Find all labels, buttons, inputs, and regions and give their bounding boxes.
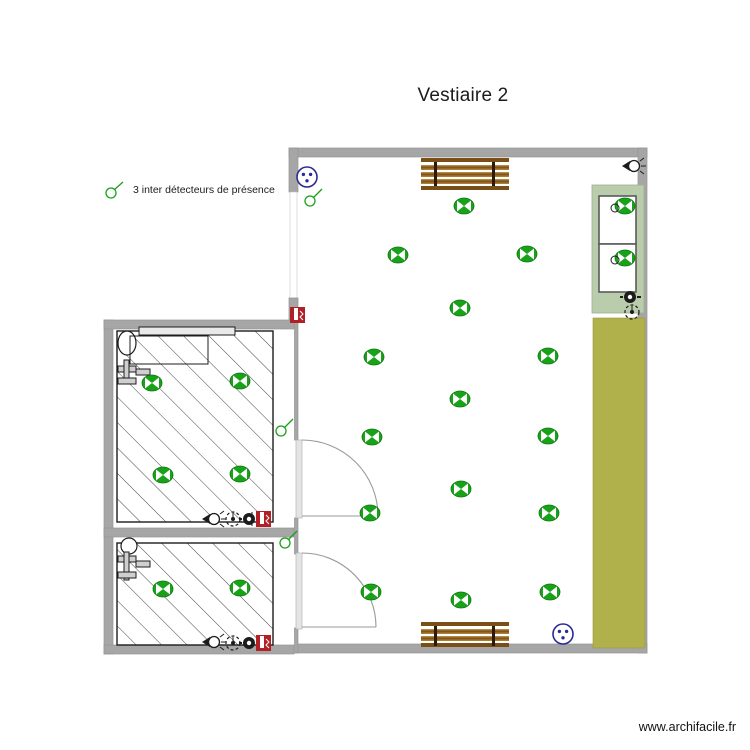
- ceiling-light: [614, 249, 636, 267]
- ceiling-light: [152, 466, 174, 484]
- window-south: [421, 622, 509, 647]
- window-north: [421, 158, 509, 190]
- ceiling-light: [450, 480, 472, 498]
- ceiling-light: [229, 372, 251, 390]
- fire-extinguisher-lower-shower: [256, 635, 271, 651]
- wall-light-upper-shower: [202, 510, 226, 528]
- presence-detector-switch-icon: [105, 181, 124, 199]
- presence-switch-north: [304, 188, 323, 207]
- wall-light-lower-shower: [202, 633, 226, 651]
- ceiling-light: [229, 465, 251, 483]
- socket-top-left: [296, 166, 318, 188]
- watermark-text: www.archifacile.fr: [638, 720, 736, 734]
- legend: 3 inter détecteurs de présence: [104, 180, 275, 200]
- fire-extinguisher-upper-shower: [251, 511, 271, 527]
- page-title-text: Vestiaire 2: [417, 85, 509, 106]
- smoke-detector-east: [624, 304, 640, 320]
- legend-item-label: 3 inter détecteurs de présence: [133, 184, 275, 196]
- socket-bottom-right: [552, 623, 574, 645]
- ceiling-light: [361, 428, 383, 446]
- ceiling-light: [449, 299, 471, 317]
- ceiling-light: [537, 347, 559, 365]
- ceiling-light: [363, 348, 385, 366]
- presence-switch-middle: [275, 418, 294, 437]
- cabin-switches: [610, 203, 620, 265]
- locker-bench-band: [592, 317, 646, 649]
- ceiling-light: [614, 197, 636, 215]
- ceiling-light: [360, 583, 382, 601]
- extractor-east: [620, 291, 641, 303]
- presence-switch-south: [279, 530, 298, 549]
- sanitary-fixtures-upper: [117, 326, 236, 385]
- door-lower-shower: [295, 552, 377, 630]
- ceiling-light: [152, 580, 174, 598]
- ceiling-light: [229, 579, 251, 597]
- ceiling-light: [537, 427, 559, 445]
- ceiling-lights-group: [141, 197, 636, 609]
- ceiling-light: [516, 245, 538, 263]
- sanitary-fixtures-lower: [117, 537, 151, 581]
- ceiling-light: [387, 246, 409, 264]
- ceiling-light: [141, 374, 163, 392]
- wall-light-north-east: [622, 157, 646, 175]
- ceiling-light: [450, 591, 472, 609]
- ceiling-light: [538, 504, 560, 522]
- fire-extinguisher-corridor: [290, 307, 305, 323]
- ceiling-light: [449, 390, 471, 408]
- ceiling-light: [453, 197, 475, 215]
- ceiling-light: [359, 504, 381, 522]
- page-title: Vestiaire 2: [0, 85, 750, 107]
- ceiling-light: [539, 583, 561, 601]
- tiled-shower-areas: [116, 330, 274, 646]
